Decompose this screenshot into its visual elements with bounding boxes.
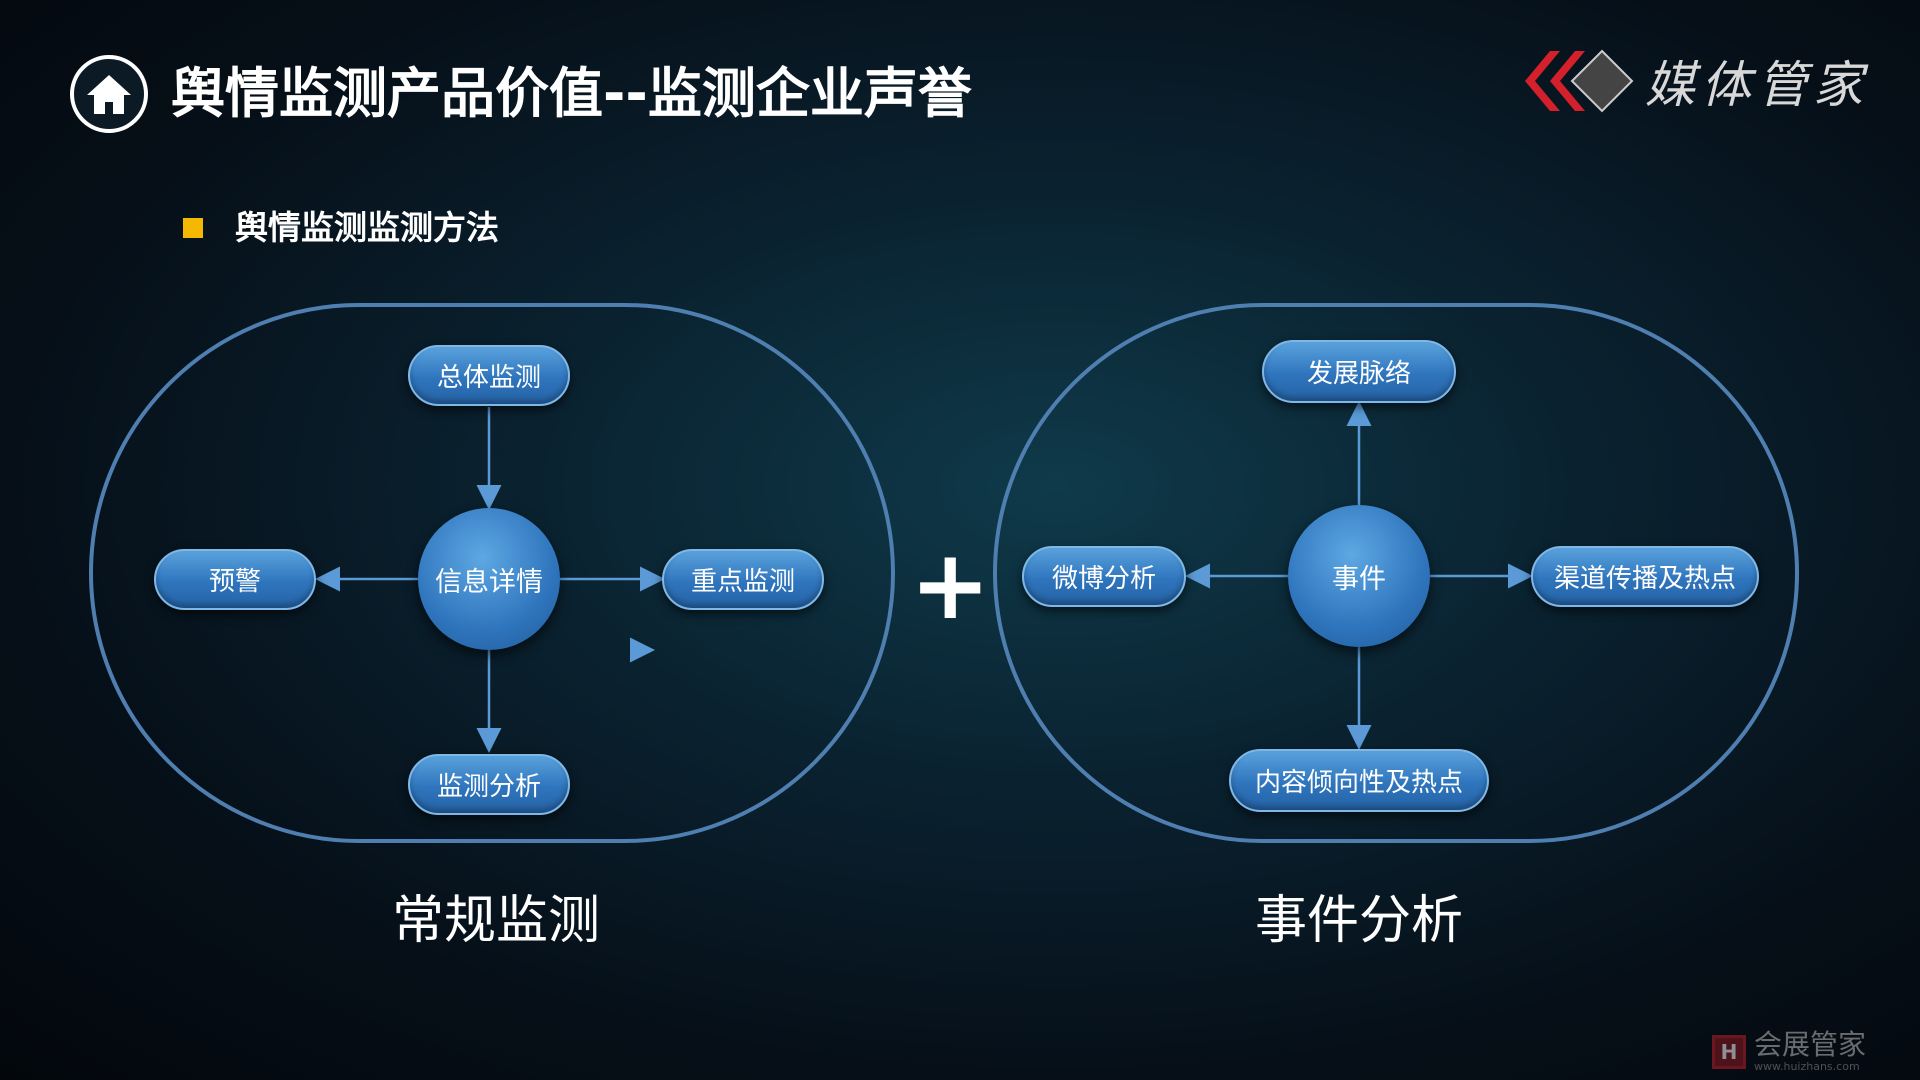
node-key-monitoring[interactable]: 重点监测 xyxy=(662,549,824,610)
plus-sign: + xyxy=(910,529,991,641)
left-diagram-label: 常规监测 xyxy=(391,891,601,951)
section-subtitle: 舆情监测监测方法 xyxy=(235,208,499,247)
logo-mark-icon xyxy=(1525,49,1634,113)
watermark-name: 会展管家 xyxy=(1754,1028,1867,1061)
node-development[interactable]: 发展脉络 xyxy=(1262,340,1456,403)
right-capsule xyxy=(993,303,1799,843)
watermark-url: www.huizhans.com xyxy=(1754,1060,1860,1073)
page-title: 舆情监测产品价值--监测企业声誉 xyxy=(171,62,972,125)
node-monitoring-analysis[interactable]: 监测分析 xyxy=(408,754,570,815)
node-weibo-analysis[interactable]: 微博分析 xyxy=(1022,546,1186,607)
node-event[interactable]: 事件 xyxy=(1288,505,1430,647)
right-diagram-label: 事件分析 xyxy=(1254,891,1464,951)
node-channel-spread[interactable]: 渠道传播及热点 xyxy=(1531,546,1759,607)
bullet-square xyxy=(183,218,203,238)
watermark-badge: H xyxy=(1712,1034,1746,1069)
left-capsule xyxy=(89,303,895,843)
node-info-detail[interactable]: 信息详情 xyxy=(418,508,560,650)
node-warning[interactable]: 预警 xyxy=(154,549,316,610)
node-content-tendency[interactable]: 内容倾向性及热点 xyxy=(1229,749,1489,812)
watermark: H 会展管家 www.huizhans.com xyxy=(1712,1030,1866,1073)
logo-text: 媒体管家 xyxy=(1645,56,1869,114)
home-icon xyxy=(87,75,131,114)
logo: 媒体管家 xyxy=(1520,45,1869,117)
node-overall-monitoring[interactable]: 总体监测 xyxy=(408,345,570,406)
home-button[interactable] xyxy=(70,55,148,133)
